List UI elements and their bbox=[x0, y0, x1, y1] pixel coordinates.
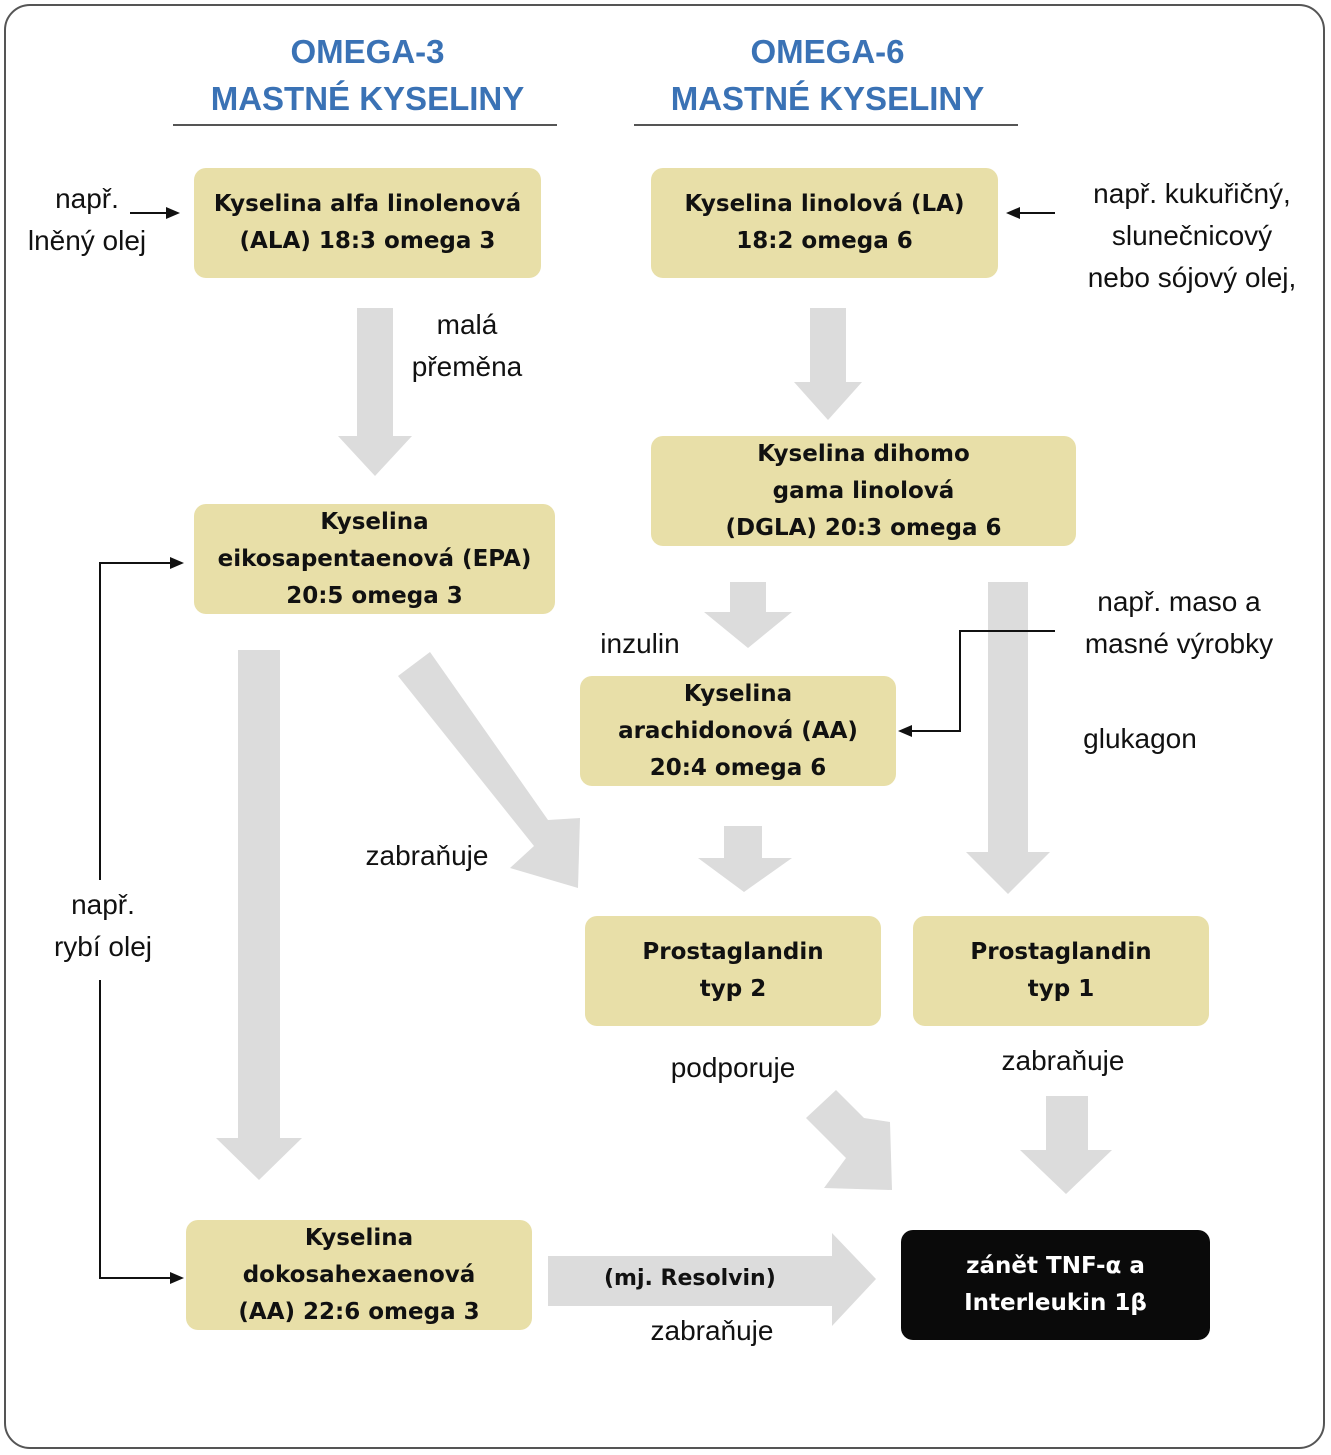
node-epa: Kyselina eikosapentaenová (EPA) 20:5 ome… bbox=[194, 504, 555, 614]
arrowhead-dha bbox=[170, 1272, 184, 1284]
arrowhead-epa bbox=[170, 557, 184, 569]
node-epa-line2: eikosapentaenová (EPA) bbox=[217, 545, 532, 572]
node-ala: Kyselina alfa linolenová (ALA) 18:3 omeg… bbox=[194, 168, 541, 278]
label-vegetable-oils-line3: nebo sójový olej, bbox=[1087, 262, 1297, 293]
node-aa-line3: 20:4 omega 6 bbox=[649, 754, 827, 781]
node-dha-line1: Kyselina bbox=[304, 1224, 414, 1251]
node-ala-line1: Kyselina alfa linolenová bbox=[213, 191, 522, 217]
arrowhead-aa bbox=[898, 725, 912, 737]
omega6-heading-line1: OMEGA-6 bbox=[750, 33, 905, 70]
node-aa-line2: arachidonová (AA) bbox=[618, 717, 858, 744]
node-la-line2: 18:2 omega 6 bbox=[736, 228, 913, 254]
label-pg1-prevents-text: zabraňuje bbox=[1001, 1045, 1125, 1076]
arrow-dha-to-inflammation bbox=[548, 1233, 876, 1326]
node-pg1-line2: typ 1 bbox=[1027, 976, 1095, 1002]
omega6-heading-line2: MASTNÉ KYSELINY bbox=[670, 80, 985, 117]
node-inflammation-line1: zánět TNF-α a bbox=[966, 1253, 1145, 1279]
arrow-pg1-to-inflammation bbox=[1020, 1096, 1112, 1194]
label-fish-oil: např. rybí olej bbox=[40, 884, 166, 968]
node-la: Kyselina linolová (LA) 18:2 omega 6 bbox=[651, 168, 998, 278]
arrow-dgla-to-aa bbox=[704, 582, 792, 648]
arrow-ala-to-epa bbox=[338, 308, 412, 476]
label-insulin: inzulin bbox=[590, 623, 690, 665]
node-dgla-line1: Kyselina dihomo bbox=[757, 440, 970, 467]
arrow-epa-to-pg2 bbox=[398, 652, 580, 888]
label-meat-products: např. maso a masné výrobky bbox=[1066, 581, 1292, 665]
node-dgla-line2: gama linolová bbox=[772, 477, 955, 504]
arrow-dgla-to-pg1 bbox=[966, 582, 1050, 894]
label-meat-line2: masné výrobky bbox=[1084, 628, 1274, 659]
label-vegetable-oils-line1: např. kukuřičný, bbox=[1093, 178, 1291, 209]
label-small-conversion-line1: malá bbox=[436, 309, 498, 340]
label-flaxseed-line2: lněný olej bbox=[27, 225, 147, 256]
label-small-conversion-line2: přeměna bbox=[411, 351, 523, 382]
node-inflammation: zánět TNF-α a Interleukin 1β bbox=[901, 1230, 1210, 1340]
omega3-heading-rule bbox=[173, 124, 557, 126]
node-pg2-line1: Prostaglandin bbox=[642, 939, 824, 965]
line-fish-to-dha-lower bbox=[99, 980, 172, 1279]
node-aa: Kyselina arachidonová (AA) 20:4 omega 6 bbox=[580, 676, 896, 786]
label-epa-prevents: zabraňuje bbox=[352, 835, 502, 877]
node-ala-line2: (ALA) 18:3 omega 3 bbox=[239, 228, 496, 254]
label-fish-line2: rybí olej bbox=[53, 931, 153, 962]
node-pg2-line2: typ 2 bbox=[699, 976, 767, 1002]
label-meat-line1: např. maso a bbox=[1097, 586, 1261, 617]
label-pg2-supports-text: podporuje bbox=[670, 1052, 796, 1083]
omega6-heading-rule bbox=[634, 124, 1018, 126]
arrow-aa-to-pg2 bbox=[698, 826, 792, 892]
omega6-heading: OMEGA-6 MASTNÉ KYSELINY bbox=[635, 28, 1020, 122]
node-prostaglandin-2: Prostaglandin typ 2 bbox=[585, 916, 881, 1026]
line-meat-to-aa bbox=[912, 630, 1055, 732]
node-la-line1: Kyselina linolová (LA) bbox=[684, 191, 965, 217]
line-fish-to-epa-upper bbox=[99, 562, 172, 880]
label-small-conversion: malá přeměna bbox=[398, 304, 536, 388]
node-dgla-line3: (DGLA) 20:3 omega 6 bbox=[725, 514, 1002, 541]
label-pg1-prevents: zabraňuje bbox=[986, 1040, 1140, 1082]
node-inflammation-line2: Interleukin 1β bbox=[964, 1290, 1147, 1316]
label-pg2-supports: podporuje bbox=[652, 1047, 814, 1089]
label-vegetable-oils-line2: slunečnicový bbox=[1111, 220, 1273, 251]
label-glucagon-text: glukagon bbox=[1083, 723, 1197, 754]
arrowhead-ala bbox=[166, 207, 180, 219]
label-glucagon: glukagon bbox=[1066, 718, 1214, 760]
node-pg1-line1: Prostaglandin bbox=[970, 939, 1152, 965]
node-dgla: Kyselina dihomo gama linolová (DGLA) 20:… bbox=[651, 436, 1076, 546]
node-dha: Kyselina dokosahexaenová (AA) 22:6 omega… bbox=[186, 1220, 532, 1330]
arrowhead-la bbox=[1006, 207, 1020, 219]
label-resolvin: (mj. Resolvin) bbox=[604, 1266, 776, 1291]
label-dha-prevents: zabraňuje bbox=[636, 1310, 788, 1352]
node-dha-line2: dokosahexaenová bbox=[242, 1261, 476, 1288]
label-epa-prevents-text: zabraňuje bbox=[365, 840, 489, 871]
node-epa-line3: 20:5 omega 3 bbox=[286, 582, 463, 609]
node-epa-line1: Kyselina bbox=[320, 508, 429, 535]
arrow-la-to-dgla bbox=[794, 308, 862, 420]
label-insulin-text: inzulin bbox=[600, 628, 680, 659]
node-prostaglandin-1: Prostaglandin typ 1 bbox=[913, 916, 1209, 1026]
arrow-epa-to-dha bbox=[216, 650, 302, 1180]
omega3-heading-line2: MASTNÉ KYSELINY bbox=[210, 80, 525, 117]
label-dha-prevents-text: zabraňuje bbox=[650, 1315, 774, 1346]
omega3-heading: OMEGA-3 MASTNÉ KYSELINY bbox=[175, 28, 560, 122]
label-vegetable-oils: např. kukuřičný, slunečnicový nebo sójov… bbox=[1068, 173, 1316, 299]
label-flaxseed-oil: např. lněný olej bbox=[14, 178, 160, 262]
node-dha-line3: (AA) 22:6 omega 3 bbox=[238, 1298, 480, 1325]
label-fish-line1: např. bbox=[71, 889, 135, 920]
omega3-heading-line1: OMEGA-3 bbox=[290, 33, 445, 70]
node-aa-line1: Kyselina bbox=[683, 680, 793, 707]
label-flaxseed-line1: např. bbox=[55, 183, 119, 214]
arrow-pg2-to-inflammation bbox=[806, 1090, 892, 1190]
